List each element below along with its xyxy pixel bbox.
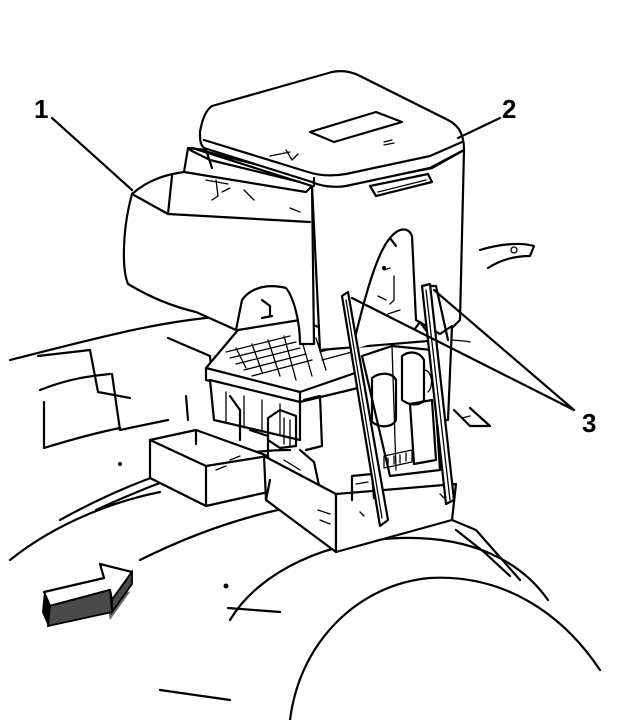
mounting-bracket-left [148, 428, 270, 508]
callout-1: 1 [34, 94, 48, 124]
leader-line-3a [350, 296, 576, 412]
retainer-straps [340, 282, 456, 528]
cover-extension-left [122, 146, 316, 346]
support-tray [262, 454, 458, 554]
leader-lines [50, 116, 576, 412]
fuse-block-cover [190, 70, 466, 422]
screw-hole [223, 583, 229, 589]
forward-direction-arrow [42, 562, 134, 628]
leader-line-3b [432, 288, 576, 412]
callout-3: 3 [582, 408, 596, 438]
callout-2: 2 [502, 94, 516, 124]
right-wiring-assembly [360, 344, 442, 478]
fuse-grid [225, 333, 353, 381]
leader-line-1 [50, 116, 134, 192]
leader-line-2 [456, 116, 502, 140]
